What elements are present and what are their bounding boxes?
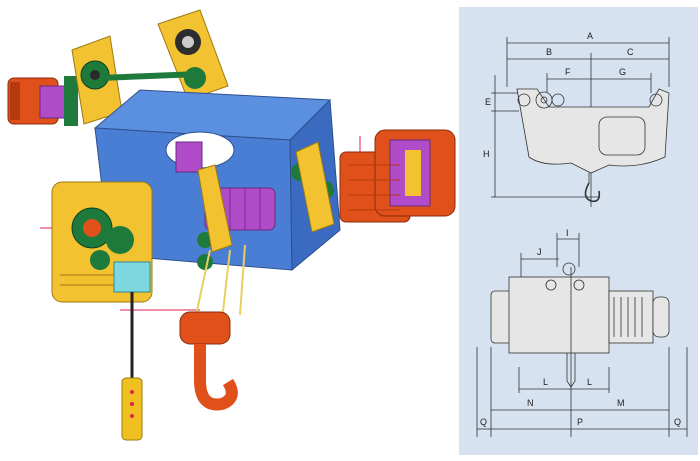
front-side-plate xyxy=(197,141,335,253)
plan-labels: I J L L N M P Q Q xyxy=(480,228,681,427)
dim-label-l-left: L xyxy=(543,377,548,387)
dim-label-q-right: Q xyxy=(674,417,681,427)
dim-label-q-left: Q xyxy=(480,417,487,427)
dim-label-l-right: L xyxy=(587,377,592,387)
dim-label-p: P xyxy=(577,417,583,427)
dim-label-m: M xyxy=(617,398,625,408)
travel-gear-assembly xyxy=(71,9,229,125)
dim-label-e: E xyxy=(485,97,491,107)
dim-label-n: N xyxy=(527,398,534,408)
travel-motor xyxy=(7,76,78,126)
dim-label-f: F xyxy=(565,67,571,77)
elevation-drawing xyxy=(491,37,670,207)
hoist-motor xyxy=(339,129,456,223)
pendant-control xyxy=(121,292,143,441)
dim-label-j: J xyxy=(537,247,542,257)
plan-drawing xyxy=(476,233,688,437)
dim-label-b: B xyxy=(546,47,552,57)
dim-label-h: H xyxy=(483,149,490,159)
elevation-labels: A B C F G E H xyxy=(483,31,634,159)
dim-label-g: G xyxy=(619,67,626,77)
dim-label-a: A xyxy=(587,31,593,41)
hoist-3d-illustration xyxy=(7,9,456,441)
control-box xyxy=(113,261,151,293)
dim-label-i: I xyxy=(566,228,569,238)
dim-label-c: C xyxy=(627,47,634,57)
purple-block xyxy=(175,141,203,173)
dimension-drawing-panel: A B C F G E H xyxy=(459,7,698,455)
hook-block xyxy=(179,244,246,411)
